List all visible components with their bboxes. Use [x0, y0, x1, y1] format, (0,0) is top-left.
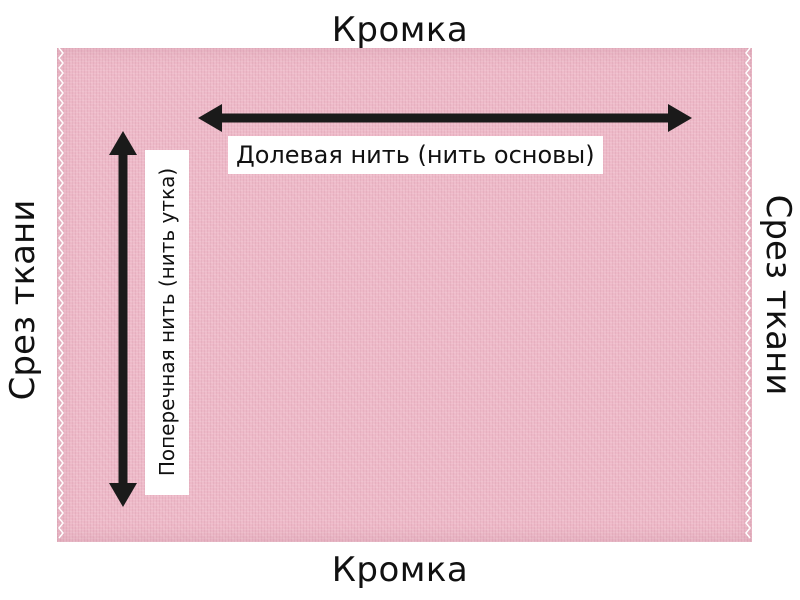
right-edge-label: Срез ткани: [758, 194, 798, 396]
top-edge-label: Кромка: [331, 10, 469, 50]
warp-thread-label: Долевая нить (нить основы): [228, 136, 603, 174]
left-zigzag-edge: [58, 48, 64, 539]
selvage-edges: [58, 48, 751, 539]
weft-thread-label: Поперечная нить (нить утка): [155, 167, 179, 477]
right-zigzag-edge: [745, 48, 751, 539]
bottom-edge-label: Кромка: [331, 550, 469, 590]
weft-thread-label-box: Поперечная нить (нить утка): [145, 150, 189, 495]
left-edge-label: Срез ткани: [3, 199, 43, 401]
